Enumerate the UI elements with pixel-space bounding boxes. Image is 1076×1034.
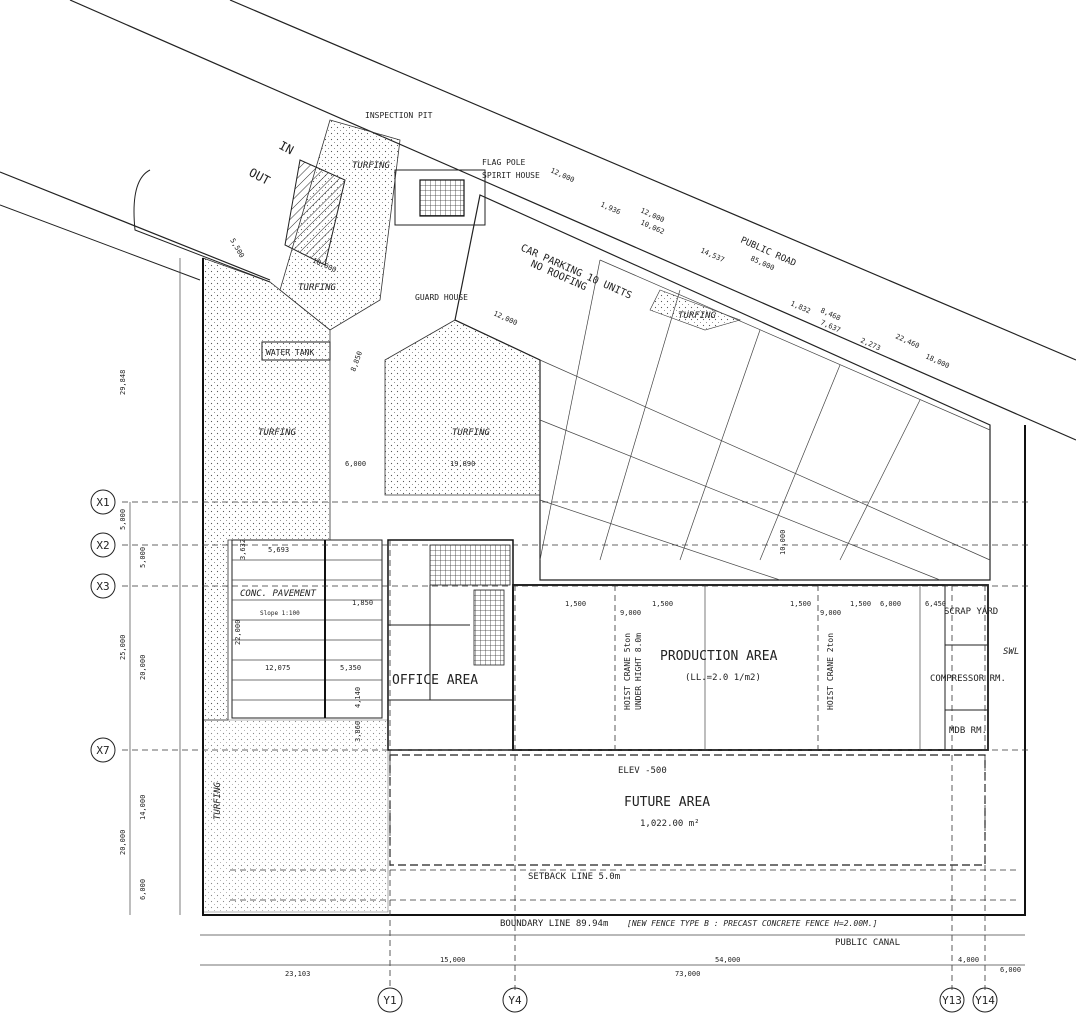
label-turfing-1: TURFING bbox=[352, 161, 391, 171]
dim-54000: 54,000 bbox=[715, 956, 740, 964]
label-mdb-rm: MDB RM. bbox=[949, 726, 987, 736]
dim-4140: 4,140 bbox=[354, 687, 362, 708]
dim-14000: 14,000 bbox=[139, 795, 147, 820]
dim-3632: 3,632 bbox=[239, 539, 247, 560]
dim-3860: 3,860 bbox=[354, 721, 362, 742]
dim-25000: 25,000 bbox=[119, 635, 127, 660]
dim-1500-d: 1,500 bbox=[850, 600, 871, 608]
dim-1832: 1,832 bbox=[789, 300, 812, 316]
dim-9000-a: 9,000 bbox=[620, 609, 641, 617]
label-elev: ELEV -500 bbox=[618, 766, 667, 776]
dim-20000-a: 20,000 bbox=[139, 655, 147, 680]
dim-19890: 19,890 bbox=[450, 460, 475, 468]
label-hoist-crane-2: HOIST CRANE 2ton bbox=[826, 633, 835, 710]
dim-20000-b: 20,000 bbox=[119, 830, 127, 855]
dim-5350: 5,350 bbox=[340, 664, 361, 672]
label-live-load: (LL.=2.0 1/m2) bbox=[685, 673, 761, 683]
label-future-area: FUTURE AREA bbox=[624, 795, 710, 810]
label-office-area: OFFICE AREA bbox=[392, 673, 478, 688]
dim-15000: 15,000 bbox=[440, 956, 465, 964]
dim-12075: 12,075 bbox=[265, 664, 290, 672]
label-turfing-6: TURFING bbox=[213, 781, 223, 820]
label-swl: SWL bbox=[1003, 647, 1019, 657]
dim-18000: 18,000 bbox=[924, 353, 950, 371]
dim-23103: 23,103 bbox=[285, 970, 310, 978]
site-boundary bbox=[202, 258, 1026, 916]
dim-1850: 1,850 bbox=[352, 599, 373, 607]
office-area-block bbox=[387, 539, 514, 751]
car-parking-lot bbox=[454, 194, 991, 581]
label-hoist-crane-5: HOIST CRANE 5ton bbox=[623, 633, 632, 710]
grid-col-y4: Y4 bbox=[508, 994, 522, 1007]
label-setback-line: SETBACK LINE 5.0m bbox=[528, 872, 620, 882]
dim-5500: 5,500 bbox=[228, 237, 245, 259]
dim-5000-b: 5,000 bbox=[139, 547, 147, 568]
grid-row-x3: X3 bbox=[96, 580, 109, 593]
label-future-area-size: 1,022.00 m² bbox=[640, 819, 700, 829]
dim-4000: 4,000 bbox=[958, 956, 979, 964]
label-inspection-pit: INSPECTION PIT bbox=[365, 111, 433, 120]
label-boundary-line: BOUNDARY LINE 89.94m bbox=[500, 919, 608, 929]
label-water-tank: WATER TANK bbox=[266, 348, 314, 357]
dim-29848: 29,848 bbox=[119, 370, 127, 395]
dim-12000-a: 12,000 bbox=[549, 167, 575, 185]
dim-1500-b: 1,500 bbox=[652, 600, 673, 608]
label-spirit-house: SPIRIT HOUSE bbox=[482, 171, 540, 180]
dim-9000-b: 9,000 bbox=[820, 609, 841, 617]
label-turfing-3: TURFING bbox=[258, 428, 297, 438]
dim-12000-c: 12,000 bbox=[492, 310, 518, 328]
dim-5000-a: 5,000 bbox=[119, 509, 127, 530]
dim-14537: 14,537 bbox=[699, 247, 725, 265]
water-tank-box bbox=[261, 341, 331, 361]
entrance-driveway bbox=[133, 159, 346, 283]
label-turfing-5: TURFING bbox=[678, 311, 717, 321]
dim-6000: 6,000 bbox=[345, 460, 366, 468]
label-flag-pole: FLAG POLE bbox=[482, 158, 526, 167]
label-turfing-4: TURFING bbox=[452, 428, 491, 438]
label-public-canal: PUBLIC CANAL bbox=[835, 938, 900, 948]
label-out: OUT bbox=[247, 165, 273, 188]
dim-73000: 73,000 bbox=[675, 970, 700, 978]
spirit-house bbox=[394, 169, 486, 226]
concrete-pavement bbox=[231, 539, 383, 719]
label-under-height: UNDER HIGHT 8.0m bbox=[634, 633, 643, 710]
grid-col-y13: Y13 bbox=[942, 994, 962, 1007]
grid-row-x7: X7 bbox=[96, 744, 109, 757]
label-conc-pavement: CONC. PAVEMENT bbox=[240, 589, 316, 599]
dim-1936: 1,936 bbox=[599, 201, 622, 217]
grid-row-x2: X2 bbox=[96, 539, 109, 552]
label-car-parking: CAR PARKING 10 UNITS bbox=[519, 243, 633, 302]
dim-5693: 5,693 bbox=[268, 546, 289, 554]
dim-6450: 6,450 bbox=[925, 600, 946, 608]
label-fence-note: [NEW FENCE TYPE B : PRECAST CONCRETE FEN… bbox=[627, 919, 877, 928]
dim-1500-a: 1,500 bbox=[565, 600, 586, 608]
dim-6000-b: 6,000 bbox=[880, 600, 901, 608]
label-slope: Slope 1:100 bbox=[260, 610, 300, 617]
dim-10000-b: 10,000 bbox=[779, 530, 787, 555]
dim-6000-c: 6,000 bbox=[1000, 966, 1021, 974]
label-compressor-rm: COMPRESSOR RM. bbox=[930, 674, 1006, 684]
label-in: IN bbox=[277, 138, 296, 157]
label-production-area: PRODUCTION AREA bbox=[660, 649, 778, 664]
dim-8850: 8,850 bbox=[349, 350, 364, 373]
production-area-block bbox=[512, 584, 989, 751]
grid-col-y14: Y14 bbox=[975, 994, 995, 1007]
turfing-zones bbox=[202, 119, 741, 913]
label-scrap-yard: SCRAP YARD bbox=[944, 607, 998, 617]
dim-22460: 22,460 bbox=[894, 333, 920, 351]
dim-6000-v: 6,000 bbox=[139, 879, 147, 900]
dim-1500-c: 1,500 bbox=[790, 600, 811, 608]
label-turfing-2: TURFING bbox=[298, 283, 337, 293]
grid-col-y1: Y1 bbox=[383, 994, 396, 1007]
label-guard-house: GUARD HOUSE bbox=[415, 293, 468, 302]
dim-22000: 22,000 bbox=[234, 620, 242, 645]
grid-axes bbox=[90, 258, 1030, 1013]
future-area-block bbox=[389, 754, 986, 866]
grid-row-x1: X1 bbox=[96, 496, 109, 509]
